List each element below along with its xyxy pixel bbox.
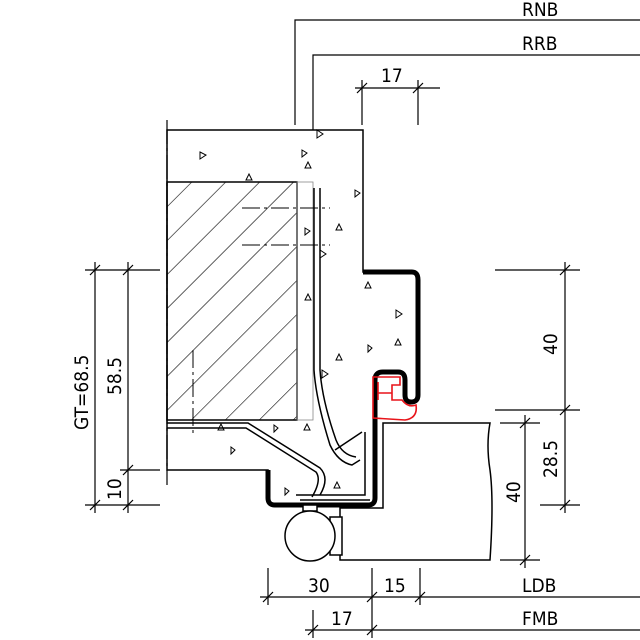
door-leaf: [339, 422, 493, 561]
bottom-dimension-lines: [260, 568, 640, 638]
anchor-strip: [167, 188, 370, 501]
left-dimension-lines: [85, 262, 160, 513]
dim-right-mid: 28.5: [540, 440, 562, 478]
dim-left-lower: 10: [104, 478, 126, 500]
steel-frame-profile: [265, 269, 421, 508]
reference-lines: [294, 19, 640, 135]
top-dimension: 17: [381, 65, 403, 87]
dim-left-upper: 58.5: [104, 357, 126, 395]
dim-gt: GT=68.5: [71, 355, 93, 430]
dim-bottom-a: 30: [308, 575, 330, 597]
right-dimension-lines: [495, 262, 580, 568]
rrb-label: RRB: [522, 33, 557, 55]
dim-right-lower: 40: [503, 481, 525, 503]
dim-bottom-c: 17: [331, 608, 353, 630]
hinge: [284, 504, 343, 562]
door-seal: [372, 376, 418, 421]
dim-right-upper: 40: [540, 333, 562, 355]
dim-bottom-b: 15: [384, 575, 406, 597]
fmb-label: FMB: [522, 608, 558, 630]
timber-block: [166, 181, 298, 421]
concrete-aggregate: [199, 129, 403, 497]
ldb-label: LDB: [522, 575, 556, 597]
rnb-label: RNB: [522, 0, 558, 21]
anchor-axis-lines: [192, 207, 330, 435]
